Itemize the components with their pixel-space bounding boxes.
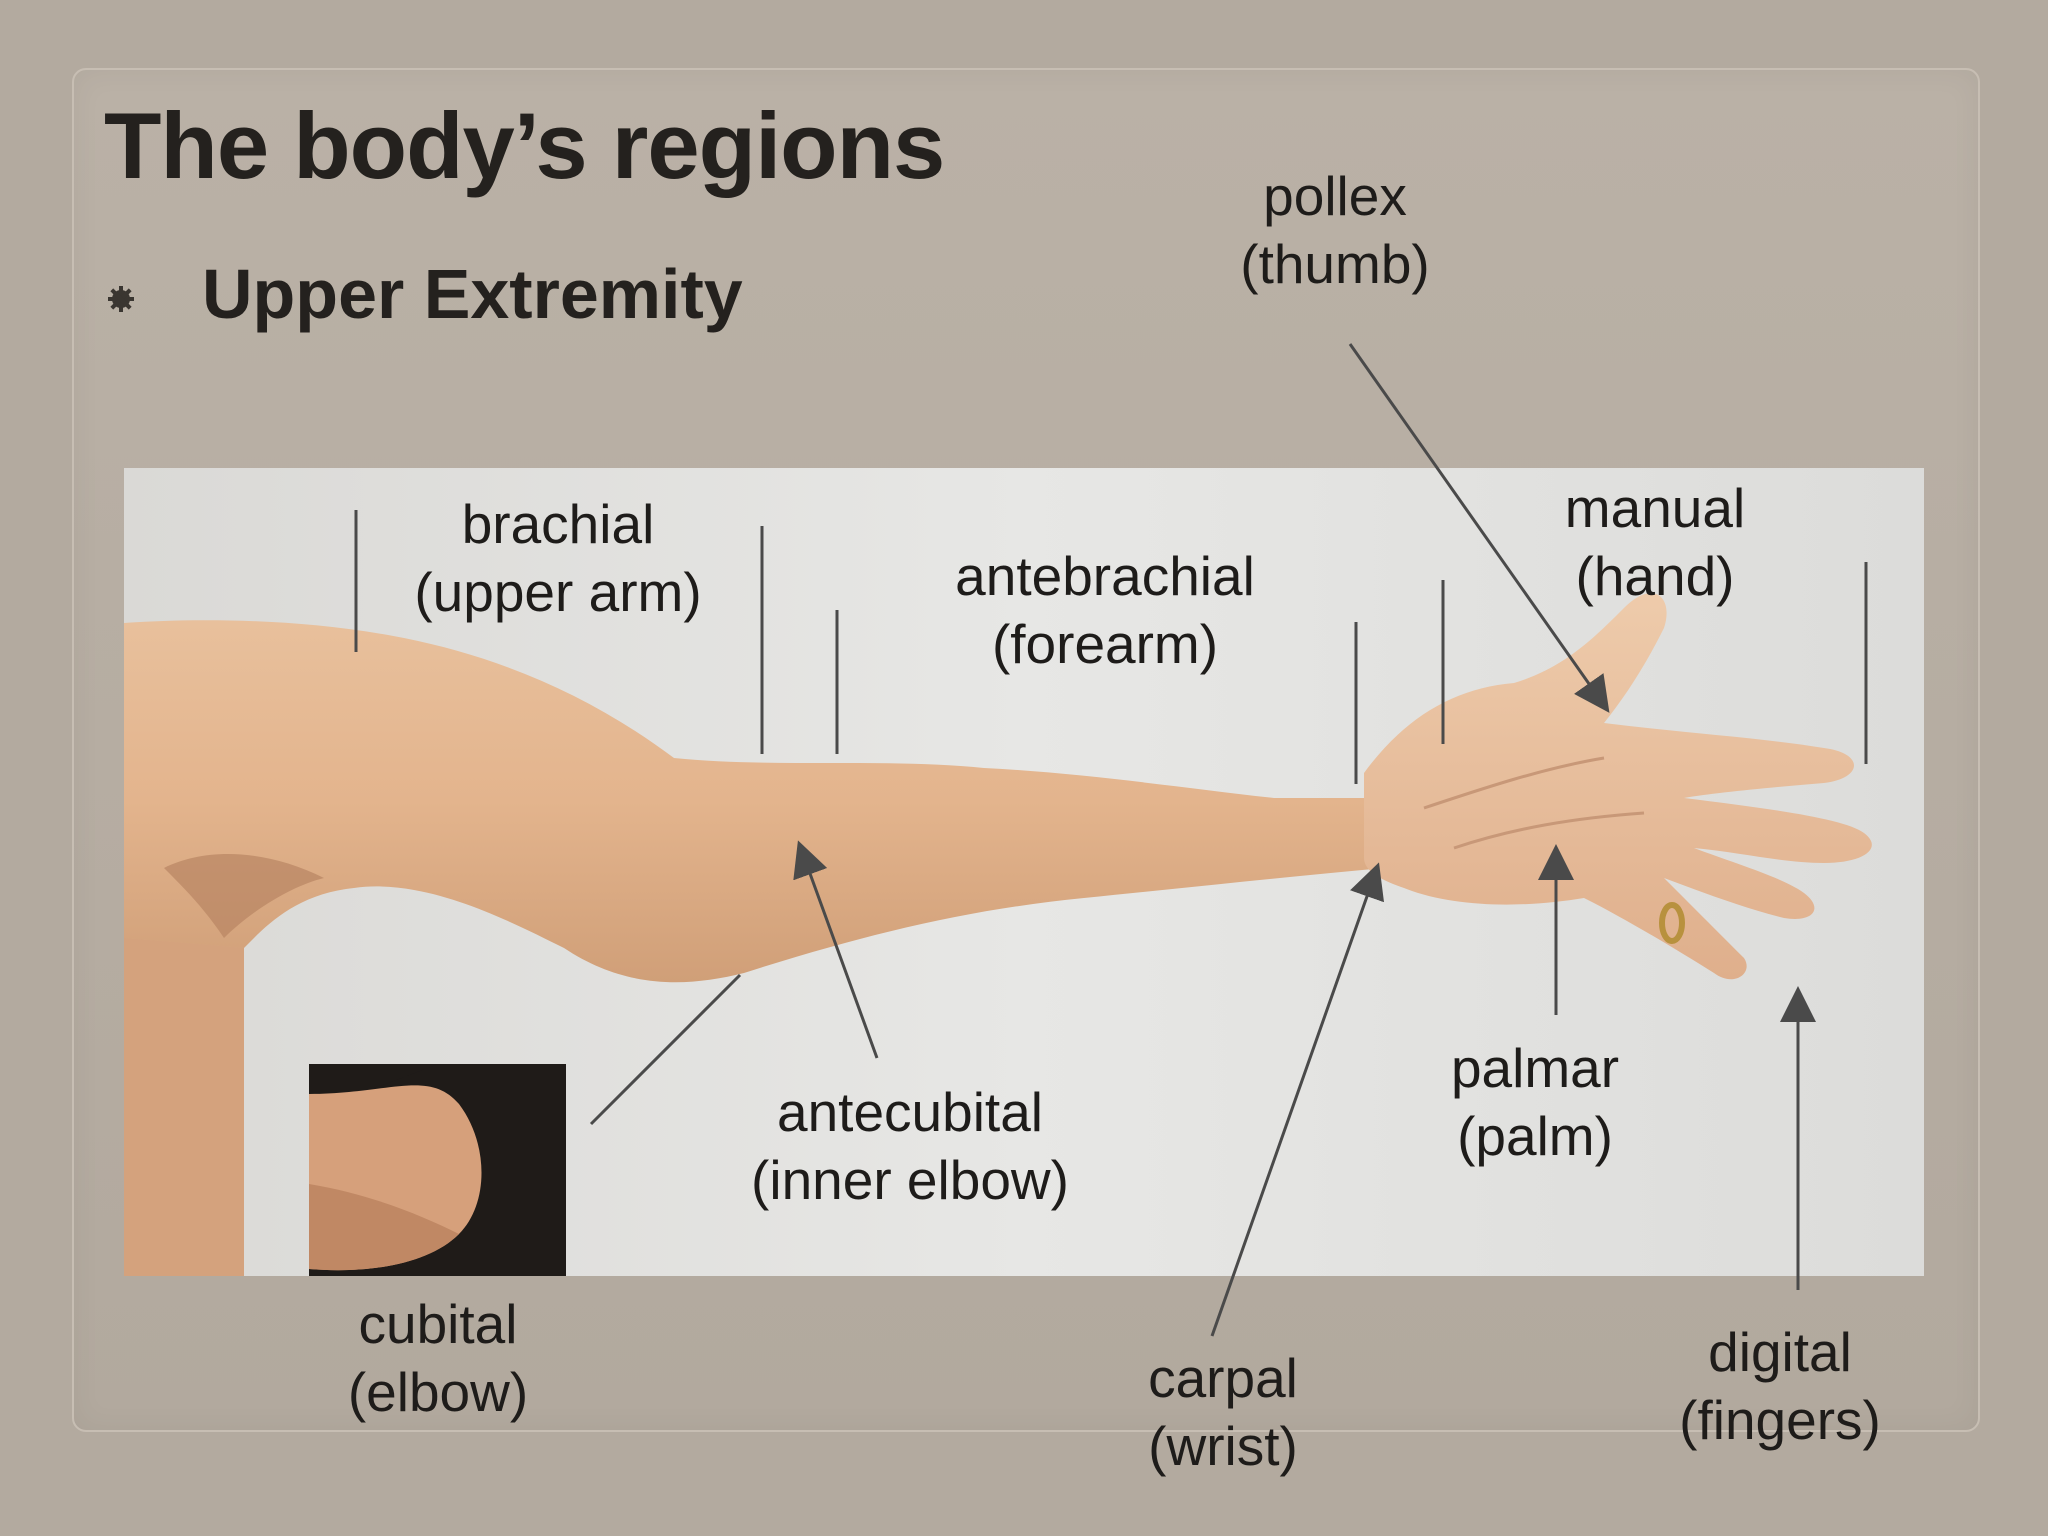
antecubital-leader xyxy=(793,840,879,1059)
label-antebrachial: antebrachial (forearm) xyxy=(930,542,1280,678)
slide-title: The body’s regions xyxy=(104,93,945,198)
carpal-leader xyxy=(1210,862,1385,1337)
label-cubital: cubital (elbow) xyxy=(328,1290,548,1426)
label-manual-term: manual xyxy=(1564,477,1746,539)
label-pollex-term: pollex xyxy=(1263,165,1407,227)
arm-photo xyxy=(124,593,1872,1276)
bullet-upper-extremity: Upper Extremity xyxy=(202,255,743,333)
pollex-leader xyxy=(1348,343,1610,713)
label-antecubital: antecubital (inner elbow) xyxy=(730,1078,1090,1214)
label-cubital-desc: (elbow) xyxy=(347,1361,529,1423)
elbow-inset-photo xyxy=(309,1064,566,1276)
label-antebrachial-term: antebrachial xyxy=(955,545,1255,607)
hand-shape xyxy=(1364,593,1872,980)
label-antecubital-term: antecubital xyxy=(776,1081,1044,1143)
label-antebrachial-desc: (forearm) xyxy=(991,613,1219,675)
gear-bullet-icon xyxy=(108,286,134,312)
label-palmar: palmar (palm) xyxy=(1425,1034,1645,1170)
label-brachial-term: brachial xyxy=(461,493,655,555)
label-digital: digital (fingers) xyxy=(1660,1318,1900,1454)
label-pollex: pollex (thumb) xyxy=(1225,162,1445,298)
label-antecubital-desc: (inner elbow) xyxy=(751,1149,1069,1211)
label-carpal: carpal (wrist) xyxy=(1113,1344,1333,1480)
label-manual: manual (hand) xyxy=(1545,474,1765,610)
label-cubital-term: cubital xyxy=(358,1293,518,1355)
cubital-leader xyxy=(589,973,742,1126)
label-palmar-term: palmar xyxy=(1450,1037,1620,1099)
label-carpal-term: carpal xyxy=(1148,1347,1298,1409)
label-brachial: brachial (upper arm) xyxy=(398,490,718,626)
label-pollex-desc: (thumb) xyxy=(1240,233,1430,295)
label-carpal-desc: (wrist) xyxy=(1148,1415,1298,1477)
label-brachial-desc: (upper arm) xyxy=(414,561,702,623)
label-digital-term: digital xyxy=(1708,1321,1852,1383)
arm-shape xyxy=(124,620,1384,983)
label-palmar-desc: (palm) xyxy=(1457,1105,1613,1167)
label-digital-desc: (fingers) xyxy=(1679,1389,1881,1451)
label-manual-desc: (hand) xyxy=(1575,545,1735,607)
